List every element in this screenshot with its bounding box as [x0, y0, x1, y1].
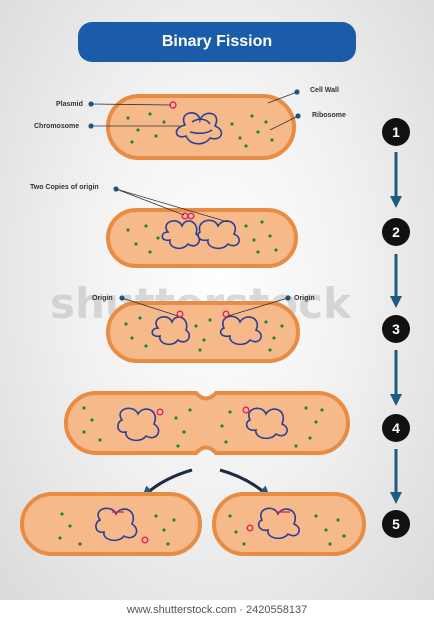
cell-wall-1 — [106, 94, 296, 160]
step-2: 2 — [382, 218, 410, 246]
step-circle-3 — [382, 315, 410, 343]
two-copies-of-origin-label: Two Copies of origin — [30, 184, 99, 191]
cell-wall-4 — [64, 391, 350, 455]
cell-stage-5-right — [212, 492, 366, 556]
step-circle-4 — [382, 414, 410, 442]
step-number-4: 4 — [392, 420, 400, 436]
origin-left-label: Origin — [92, 295, 113, 302]
step-number-1: 1 — [392, 124, 400, 140]
chromosome-label: Chromosome — [34, 123, 79, 130]
labels-stage-1: Plasmid Chromosome Cell Wall Ribosome — [34, 87, 346, 131]
step-5: 5 — [382, 510, 410, 538]
split-arrow-left — [141, 468, 193, 498]
cell-wall-3 — [106, 301, 300, 363]
step-number-2: 2 — [392, 224, 400, 240]
cell-wall-2 — [106, 208, 298, 268]
cell-wall-label: Cell Wall — [310, 87, 339, 94]
footer-strip: www.shutterstock.com · 2420558137 — [0, 600, 434, 620]
cell-stage-5-left — [20, 492, 202, 556]
labels-stage-3: Origin Origin — [92, 295, 315, 317]
ribosomes-1 — [126, 112, 274, 148]
cell-stage-4 — [64, 391, 350, 455]
labels-stage-2: Two Copies of origin — [30, 184, 229, 223]
step-3: 3 — [382, 315, 410, 343]
plasmid-label: Plasmid — [56, 101, 83, 108]
cell-stage-3 — [106, 301, 300, 363]
origin-right-label: Origin — [294, 295, 315, 302]
cell-stage-2 — [106, 208, 298, 268]
split-arrow-right — [219, 468, 271, 498]
step-number-3: 3 — [392, 321, 400, 337]
cell-stage-1 — [106, 94, 296, 160]
footer-text: www.shutterstock.com · 2420558137 — [126, 604, 308, 616]
step-circle-2 — [382, 218, 410, 246]
cell-wall-5-left — [20, 492, 202, 556]
step-circle-5 — [382, 510, 410, 538]
step-1: 1 — [382, 118, 410, 146]
cell-wall-5-right — [212, 492, 366, 556]
page-title: Binary Fission — [161, 33, 273, 50]
ribosome-label: Ribosome — [312, 112, 346, 119]
step-4: 4 — [382, 414, 410, 442]
step-number-5: 5 — [392, 516, 400, 532]
step-circle-1 — [382, 118, 410, 146]
binary-fission-diagram: shutterstock Plasmid Chromosome Cell Wal… — [20, 87, 410, 556]
step-column: 1 2 3 4 5 — [382, 118, 410, 538]
chromosome-1 — [175, 112, 223, 145]
title-banner: Binary Fission — [78, 22, 356, 62]
